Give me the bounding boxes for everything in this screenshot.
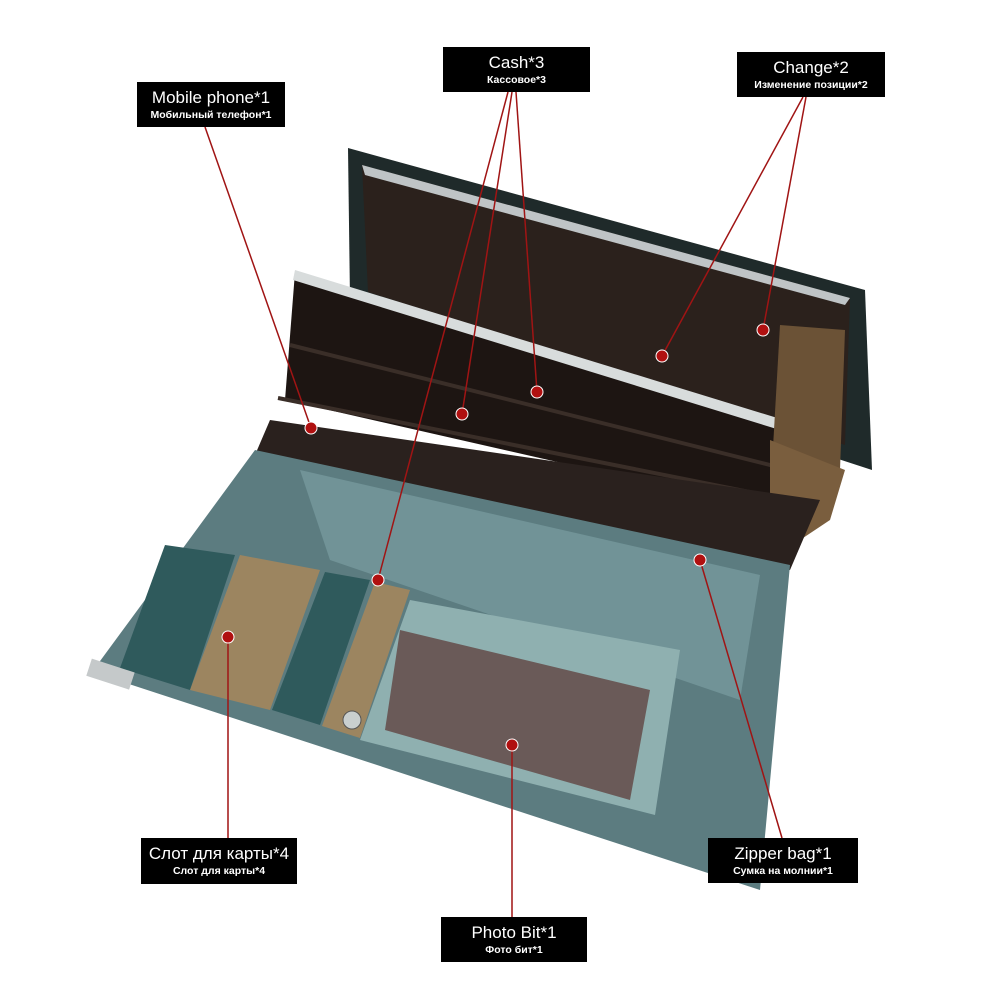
pointer-line-change-2 (762, 96, 807, 331)
card-slot (322, 582, 410, 738)
compartment-divider (289, 343, 791, 472)
pointer-dot (371, 573, 385, 587)
pointer-dot (655, 349, 669, 363)
label-subtitle: Фото бит*1 (485, 943, 543, 956)
snap-button (342, 710, 362, 730)
label-change: Change*2 Изменение позиции*2 (737, 52, 885, 97)
pointer-lines (204, 91, 807, 917)
pointer-dot (530, 385, 544, 399)
label-card-slot: Слот для карты*4 Слот для карты*4 (141, 838, 297, 884)
metal-frame-front (293, 270, 810, 438)
pointer-dot (455, 407, 469, 421)
pointer-dot (693, 553, 707, 567)
metal-corner (86, 658, 135, 690)
label-subtitle: Мобильный телефон*1 (150, 108, 272, 121)
label-subtitle: Сумка на молнии*1 (733, 864, 833, 877)
metal-frame (362, 165, 850, 305)
pointer-dot (756, 323, 770, 337)
label-subtitle: Слот для карты*4 (172, 865, 266, 877)
label-mobile-phone: Mobile phone*1 Мобильный телефон*1 (137, 82, 285, 127)
pointer-line-mobile (204, 126, 312, 429)
label-cash: Cash*3 Кассовое*3 (443, 47, 590, 92)
pointer-line-zipper (699, 559, 783, 839)
zipper-pocket (255, 420, 820, 570)
pointer-line-change-1 (661, 96, 804, 357)
label-title: Cash*3 (488, 52, 545, 72)
photo-window (385, 630, 650, 800)
pointer-dot (505, 738, 519, 752)
pointer-dot (221, 630, 235, 644)
label-title: Слот для карты*4 (148, 844, 290, 863)
card-slot (190, 555, 320, 710)
label-photo-bit: Photo Bit*1 Фото бит*1 (441, 917, 587, 962)
label-zipper-bag: Zipper bag*1 Сумка на молнии*1 (708, 838, 858, 883)
label-subtitle: Изменение позиции*2 (754, 78, 868, 91)
card-slot (120, 545, 235, 690)
label-title: Photo Bit*1 (471, 922, 557, 942)
front-flap-highlight (300, 470, 760, 700)
wallet-interior-lining (362, 165, 850, 445)
label-subtitle: Кассовое*3 (487, 73, 546, 86)
compartment-divider (277, 396, 791, 502)
pointer-dot (304, 421, 318, 435)
label-title: Change*2 (773, 57, 849, 77)
pointer-line-cash-1 (377, 91, 509, 581)
label-title: Zipper bag*1 (734, 843, 832, 863)
pointer-line-cash-3 (515, 91, 538, 393)
compartment-back (285, 272, 812, 520)
pointer-dots (221, 323, 770, 752)
card-slot (272, 572, 370, 725)
pointer-line-cash-2 (461, 91, 513, 415)
label-title: Mobile phone*1 (151, 87, 271, 107)
